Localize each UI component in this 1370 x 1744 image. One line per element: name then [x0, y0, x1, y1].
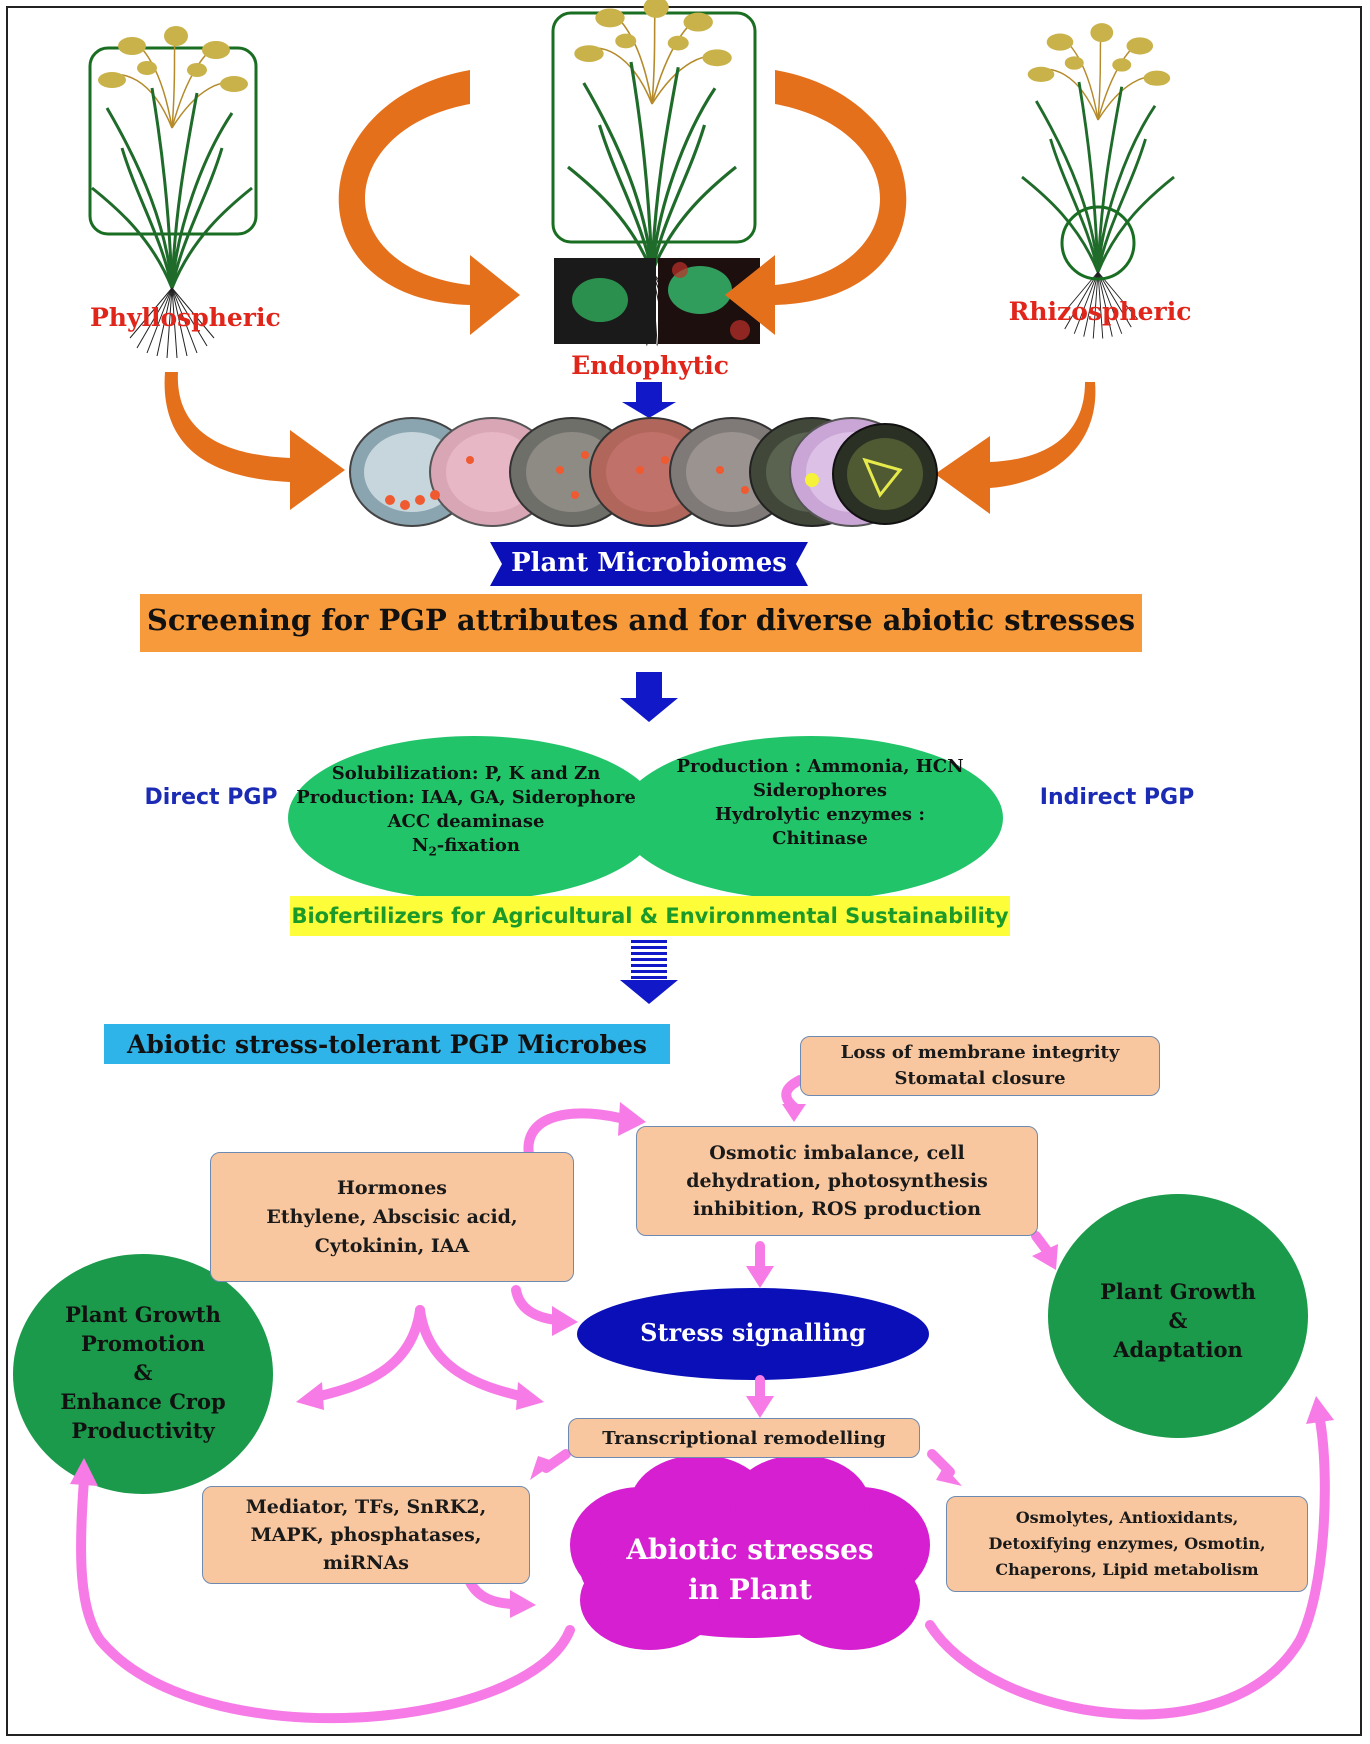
endophytic-label: Endophytic [571, 351, 729, 380]
osmotic-box: Osmotic imbalance, cell dehydration, pho… [636, 1126, 1038, 1236]
stress-signalling-oval [577, 1288, 929, 1380]
indirect-pgp-text: Production : Ammonia, HCN Siderophores H… [660, 755, 980, 851]
microbiomes-banner [490, 542, 808, 586]
rice-plant-icon-left [88, 24, 258, 360]
transcriptional-box: Transcriptional remodelling [568, 1418, 920, 1458]
osmolytes-line-1: Osmolytes, Antioxidants, [1015, 1508, 1239, 1527]
phyllospheric-label: Phyllospheric [90, 303, 281, 332]
biofertilizers-bar [290, 896, 1010, 936]
rice-plant-icon-right [1020, 21, 1176, 340]
screening-bar [140, 594, 1142, 652]
hormones-line-3: Cytokinin, IAA [314, 1234, 470, 1257]
rice-plant-icon-center [551, 0, 757, 348]
petri-dish-icon [349, 417, 938, 527]
pgp-left-line-3: & [133, 1360, 153, 1385]
indirect-line-4: Chitinase [772, 828, 868, 849]
pink-arrows [76, 1075, 1330, 1724]
orange-arrows [164, 70, 1096, 514]
abiotic-plant-text: Abiotic stresses in Plant [600, 1530, 900, 1610]
down-arrow-2 [620, 672, 678, 722]
osmolytes-line-3: Chaperons, Lipid metabolism [995, 1560, 1259, 1579]
osmotic-line-3: inhibition, ROS production [692, 1198, 982, 1220]
pink-arrowheads [70, 1102, 1334, 1618]
direct-line-2: Production: IAA, GA, Siderophore [296, 787, 636, 808]
plant-microbiomes-label: Plant Microbiomes [511, 548, 787, 578]
abiotic-microbes-label: Abiotic stress-tolerant PGP Microbes [126, 1030, 648, 1059]
pgp-left-line-1: Plant Growth [65, 1302, 221, 1327]
fixation-label: -fixation [436, 835, 520, 856]
direct-line-4: N2-fixation [296, 834, 636, 864]
pgp-left-text: Plant Growth Promotion & Enhance Crop Pr… [23, 1300, 263, 1445]
abiotic-microbes-bar [104, 1024, 670, 1064]
n2-label: N [411, 835, 429, 856]
pgp-left-line-4: Enhance Crop [60, 1389, 226, 1414]
mediator-line-1: Mediator, TFs, SnRK2, [245, 1496, 487, 1518]
abiotic-plant-line-2: in Plant [688, 1573, 812, 1606]
osmolytes-box: Osmolytes, Antioxidants, Detoxifying enz… [946, 1496, 1308, 1592]
stress-signalling-label: Stress signalling [640, 1318, 866, 1347]
direct-line-1: Solubilization: P, K and Zn [331, 763, 601, 784]
osmolytes-line-2: Detoxifying enzymes, Osmotin, [988, 1534, 1266, 1553]
pgp-right-circle [1048, 1194, 1308, 1438]
mediator-line-3: miRNAs [323, 1552, 409, 1574]
indirect-pgp-oval [619, 736, 1003, 900]
micrograph-icon [554, 258, 760, 344]
pgp-right-line-3: Adaptation [1113, 1337, 1243, 1362]
mediator-box: Mediator, TFs, SnRK2, MAPK, phosphatases… [202, 1486, 530, 1584]
down-arrow-1 [622, 382, 676, 418]
screening-label: Screening for PGP attributes and for div… [146, 603, 1136, 637]
abiotic-cloud [570, 1455, 930, 1650]
indirect-line-2: Siderophores [752, 780, 888, 801]
pgp-left-line-2: Promotion [80, 1331, 206, 1356]
transcriptional-label: Transcriptional remodelling [602, 1427, 886, 1449]
membrane-line-2: Stomatal closure [894, 1068, 1066, 1089]
indirect-pgp-label: Indirect PGP [1039, 785, 1195, 810]
indirect-line-3: Hydrolytic enzymes : [715, 804, 925, 825]
direct-pgp-oval [288, 736, 660, 900]
osmotic-line-1: Osmotic imbalance, cell [709, 1142, 965, 1164]
hormones-line-1: Hormones [336, 1176, 447, 1199]
down-arrow-striped [620, 940, 678, 1004]
biofertilizers-label: Biofertilizers for Agricultural & Enviro… [291, 904, 1009, 928]
indirect-line-1: Production : Ammonia, HCN [676, 756, 964, 777]
pgp-right-line-2: & [1168, 1308, 1188, 1333]
figure-frame [6, 6, 1362, 1736]
membrane-box: Loss of membrane integrity Stomatal clos… [800, 1036, 1160, 1096]
n2-subscript: 2 [428, 844, 437, 859]
hormones-line-2: Ethylene, Abscisic acid, [266, 1205, 518, 1228]
direct-line-3: ACC deaminase [387, 811, 545, 832]
mediator-line-2: MAPK, phosphatases, [250, 1524, 482, 1546]
rhizospheric-label: Rhizospheric [1008, 297, 1192, 326]
membrane-line-1: Loss of membrane integrity [840, 1042, 1120, 1063]
pgp-right-line-1: Plant Growth [1100, 1279, 1256, 1304]
osmotic-line-2: dehydration, photosynthesis [686, 1170, 988, 1192]
abiotic-plant-line-1: Abiotic stresses [626, 1533, 874, 1566]
pgp-right-text: Plant Growth & Adaptation [1058, 1277, 1298, 1364]
direct-pgp-text: Solubilization: P, K and Zn Production: … [296, 762, 636, 864]
hormones-box: Hormones Ethylene, Abscisic acid, Cytoki… [210, 1152, 574, 1282]
pgp-left-circle [13, 1254, 273, 1494]
pgp-left-line-5: Productivity [71, 1418, 215, 1443]
direct-pgp-label: Direct PGP [144, 785, 278, 810]
